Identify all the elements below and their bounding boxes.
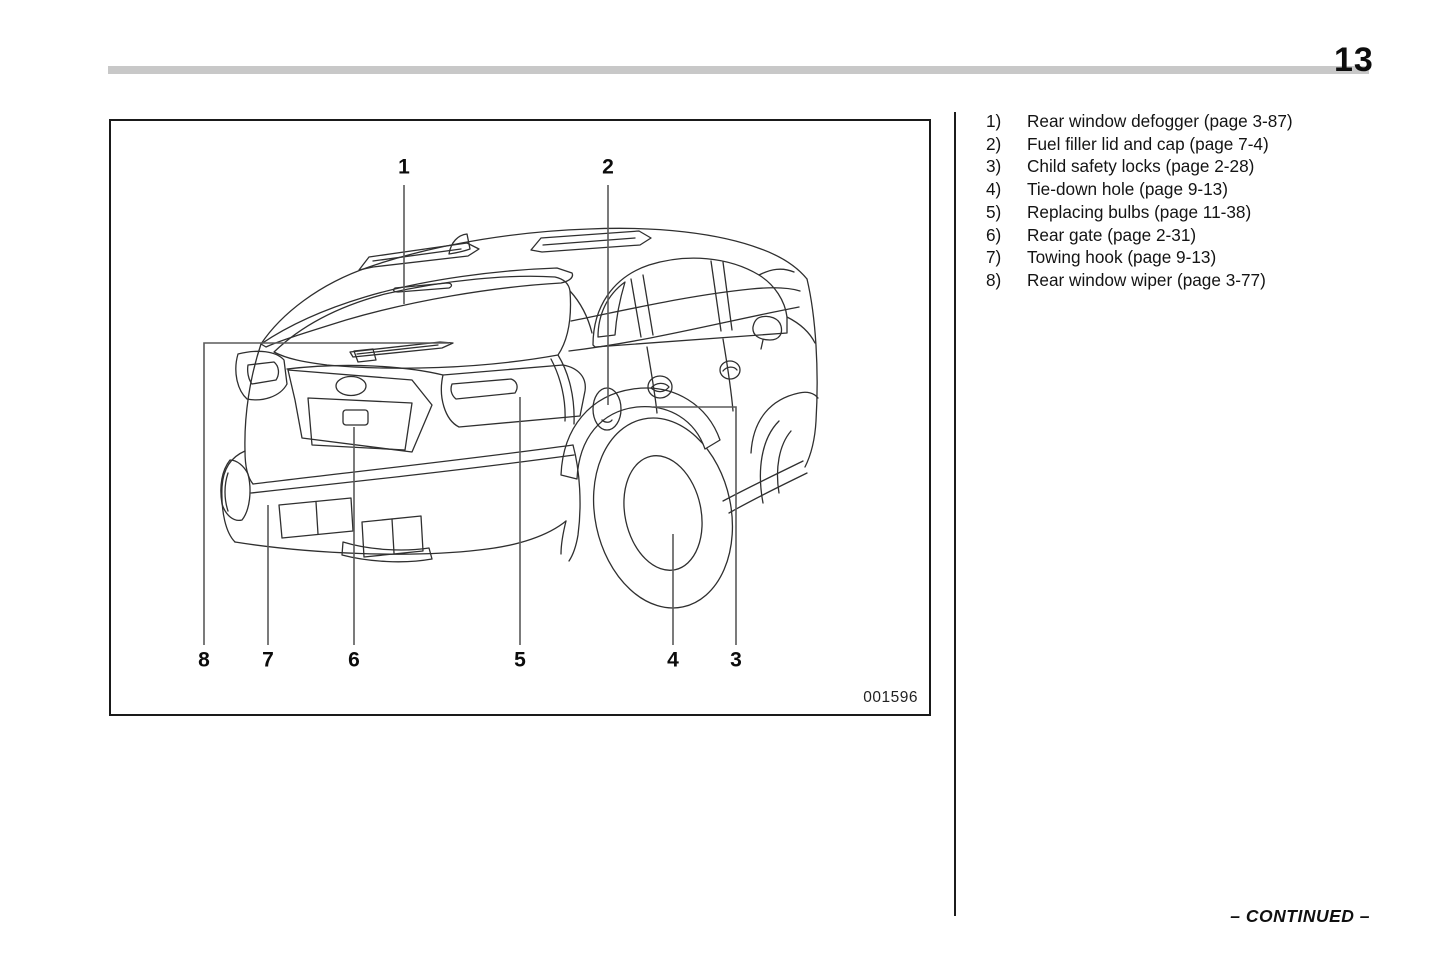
legend-item: 6) Rear gate (page 2-31) [986, 224, 1388, 247]
legend-item-number: 8) [986, 269, 1002, 290]
legend-item-text: Towing hook (page 9-13) [1027, 247, 1217, 268]
car-rear-line-drawing [203, 185, 819, 645]
legend-item: 7) Towing hook (page 9-13) [986, 246, 1388, 269]
legend-item-number: 1) [986, 111, 1002, 131]
legend-item-text: Rear window defogger (page 3-87) [1027, 111, 1293, 131]
legend-item: 5) Replacing bulbs (page 11-38) [986, 201, 1388, 224]
callout-label-2: 2 [602, 155, 614, 179]
legend-item: 4) Tie-down hole (page 9-13) [986, 178, 1388, 201]
callout-label-7: 7 [262, 648, 274, 672]
figure-box: 1 2 8 7 6 5 4 3 001596 [109, 119, 931, 716]
legend-item-text: Tie-down hole (page 9-13) [1027, 179, 1228, 200]
legend-item: 8) Rear window wiper (page 3-77) [986, 269, 1388, 292]
legend-item: 2) Fuel filler lid and cap (page 7-4) [986, 133, 1388, 156]
legend-item-number: 3) [986, 156, 1002, 177]
callout-label-3: 3 [730, 648, 742, 672]
callout-label-5: 5 [514, 648, 526, 672]
callout-label-6: 6 [348, 648, 360, 672]
callout-label-8: 8 [198, 648, 210, 672]
continued-label: – CONTINUED – [1230, 906, 1370, 926]
callout-label-4: 4 [667, 648, 679, 672]
figure-code: 001596 [863, 689, 918, 706]
legend-item-text: Child safety locks (page 2-28) [1027, 156, 1255, 177]
door-handles [647, 360, 741, 399]
legend-item-number: 4) [986, 179, 1002, 200]
rear-wheel [560, 387, 734, 609]
legend-item-number: 2) [986, 133, 1002, 154]
legend-item: 1) Rear window defogger (page 3-87) [986, 110, 1388, 133]
header-rule-bar [108, 66, 1369, 74]
legend-list: 1) Rear window defogger (page 3-87) 2) F… [986, 110, 1388, 292]
side-mirror [752, 315, 783, 350]
legend-item-text: Rear window wiper (page 3-77) [1027, 269, 1266, 290]
callout-lines [203, 185, 737, 645]
legend-item-text: Replacing bulbs (page 11-38) [1027, 201, 1252, 222]
callout-label-1: 1 [398, 155, 410, 179]
legend-item: 3) Child safety locks (page 2-28) [986, 155, 1388, 178]
fuel-filler-lid [592, 387, 622, 431]
legend-item-text: Rear gate (page 2-31) [1027, 224, 1197, 245]
rear-wiper [349, 341, 454, 363]
legend-item-number: 7) [986, 247, 1002, 268]
legend-item-number: 6) [986, 224, 1002, 245]
page-number: 13 [1334, 41, 1374, 79]
legend-item-number: 5) [986, 201, 1002, 222]
legend-item-text: Fuel filler lid and cap (page 7-4) [1027, 133, 1269, 154]
column-divider [954, 112, 956, 916]
